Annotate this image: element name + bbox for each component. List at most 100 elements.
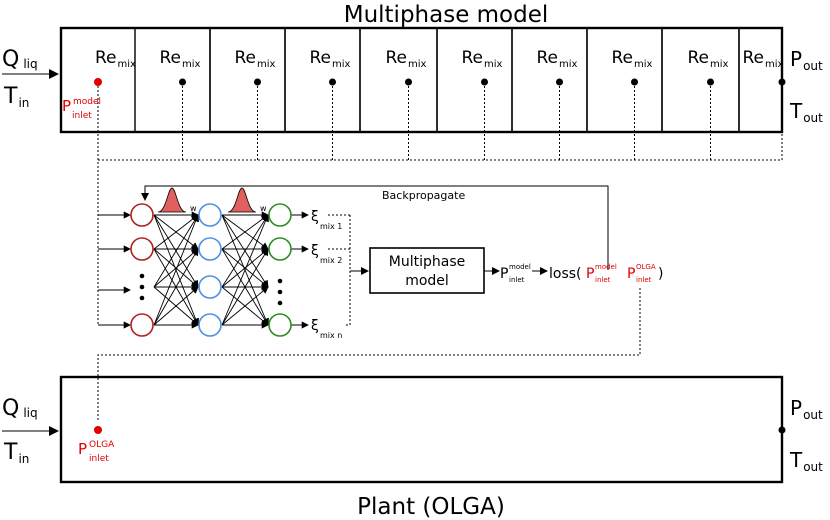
input-node: [130, 203, 154, 227]
svg-text:Pout: Pout: [790, 396, 823, 422]
network-edges: [153, 211, 309, 329]
re-mix-label: Remix: [386, 48, 427, 70]
xi-collector: [328, 214, 351, 326]
top-p-inlet-model: P model inlet: [62, 97, 101, 121]
top-p-out: Pout: [790, 47, 823, 73]
svg-text:inlet: inlet: [72, 111, 92, 121]
pipe-segment: [359, 27, 438, 133]
input-node: [130, 313, 154, 337]
svg-text:OLGA: OLGA: [636, 263, 656, 271]
svg-text:Tin: Tin: [3, 440, 29, 466]
pipe-segment: [586, 27, 663, 133]
hidden-node: [198, 313, 222, 337]
svg-text:Tout: Tout: [789, 448, 823, 474]
bottom-title: Plant (OLGA): [357, 494, 505, 520]
re-mix-label: Remix: [537, 48, 578, 70]
re-mix-label: Remix: [743, 48, 784, 70]
re-mix-label: Remix: [95, 48, 136, 70]
svg-text:inlet: inlet: [595, 276, 611, 284]
bottom-p-inlet-olga: P OLGA inlet: [78, 440, 115, 464]
ellipsis-dot: [139, 284, 145, 290]
model-box-line-1: Multiphase: [389, 254, 465, 270]
input-node: [130, 237, 154, 261]
svg-text:Tin: Tin: [3, 84, 29, 110]
top-dotted-probes: [182, 82, 783, 160]
re-mix-label: Remix: [688, 48, 729, 70]
hidden-node: [198, 275, 222, 299]
output-node: [268, 203, 292, 227]
pipe-segment: [511, 27, 588, 133]
hidden-node: [198, 237, 222, 261]
w-label-1: w: [190, 204, 197, 213]
svg-text:ξ: ξ: [311, 318, 319, 334]
hidden-node: [198, 203, 222, 227]
top-t-in: Tin: [3, 84, 29, 110]
network-nodes: [130, 203, 292, 337]
svg-text:ξ: ξ: [311, 243, 319, 259]
svg-text:Tout: Tout: [789, 99, 823, 125]
top-t-out: Tout: [789, 99, 823, 125]
backprop-arrow: [141, 185, 609, 270]
svg-text:OLGA: OLGA: [89, 440, 115, 450]
svg-text:inlet: inlet: [509, 276, 525, 284]
svg-text:inlet: inlet: [89, 454, 109, 464]
plant-to-loss-dotted: [97, 286, 641, 420]
top-inlet-point: [94, 78, 102, 86]
svg-text:model: model: [595, 263, 617, 271]
output-node: [268, 313, 292, 337]
ellipsis-dot: [277, 289, 283, 295]
re-mix-label: Remix: [310, 48, 351, 70]
ellipsis-dot: [139, 273, 145, 279]
input-feed-arrows: [98, 211, 131, 329]
svg-text:mix n: mix n: [320, 331, 342, 340]
network-p-inlet-model: P model inlet: [500, 263, 531, 284]
ellipsis-dot: [139, 295, 145, 301]
svg-text:mix 1: mix 1: [320, 222, 342, 231]
pipe-segment: [738, 27, 783, 133]
gaussian-weight-2: [227, 187, 257, 213]
pipe-segment: [134, 27, 211, 133]
svg-text:P: P: [78, 440, 87, 458]
gaussian-weight-1: [157, 187, 187, 213]
svg-text:model: model: [73, 97, 101, 107]
bottom-t-out: Tout: [789, 448, 823, 474]
bottom-inlet-point: [94, 426, 102, 434]
svg-text:mix 2: mix 2: [320, 256, 342, 265]
svg-text:P: P: [586, 266, 594, 282]
ellipsis-dot: [277, 300, 283, 306]
ellipsis-dot: [277, 278, 283, 284]
w-label-2: w: [260, 204, 267, 213]
pipe-segment: [209, 27, 286, 133]
re-mix-label: Remix: [462, 48, 503, 70]
pipe-segment: [436, 27, 513, 133]
re-mix-label: Remix: [235, 48, 276, 70]
bottom-p-out: Pout: [790, 396, 823, 422]
loss-expression: loss( P model inlet P OLGA inlet ): [549, 263, 663, 284]
svg-text:Pout: Pout: [790, 47, 823, 73]
re-mix-label: Remix: [160, 48, 201, 70]
pipe-segment: [284, 27, 361, 133]
output-node: [268, 237, 292, 261]
backprop-label: Backpropagate: [382, 189, 465, 202]
top-pipe: Remix Remix Remix Remix Remix Remix Remix Remix…: [59, 26, 786, 134]
bottom-t-in: Tin: [3, 440, 29, 466]
re-mix-label: Remix: [612, 48, 653, 70]
model-box-line-2: model: [405, 273, 449, 289]
bottom-outlet-point: [778, 426, 786, 434]
top-title: Multiphase model: [344, 2, 549, 28]
svg-text:P: P: [62, 97, 71, 115]
svg-text:): ): [658, 266, 663, 282]
svg-text:P: P: [500, 266, 508, 282]
svg-text:P: P: [627, 266, 635, 282]
svg-text:inlet: inlet: [636, 276, 652, 284]
pipe-segment: [661, 27, 740, 133]
